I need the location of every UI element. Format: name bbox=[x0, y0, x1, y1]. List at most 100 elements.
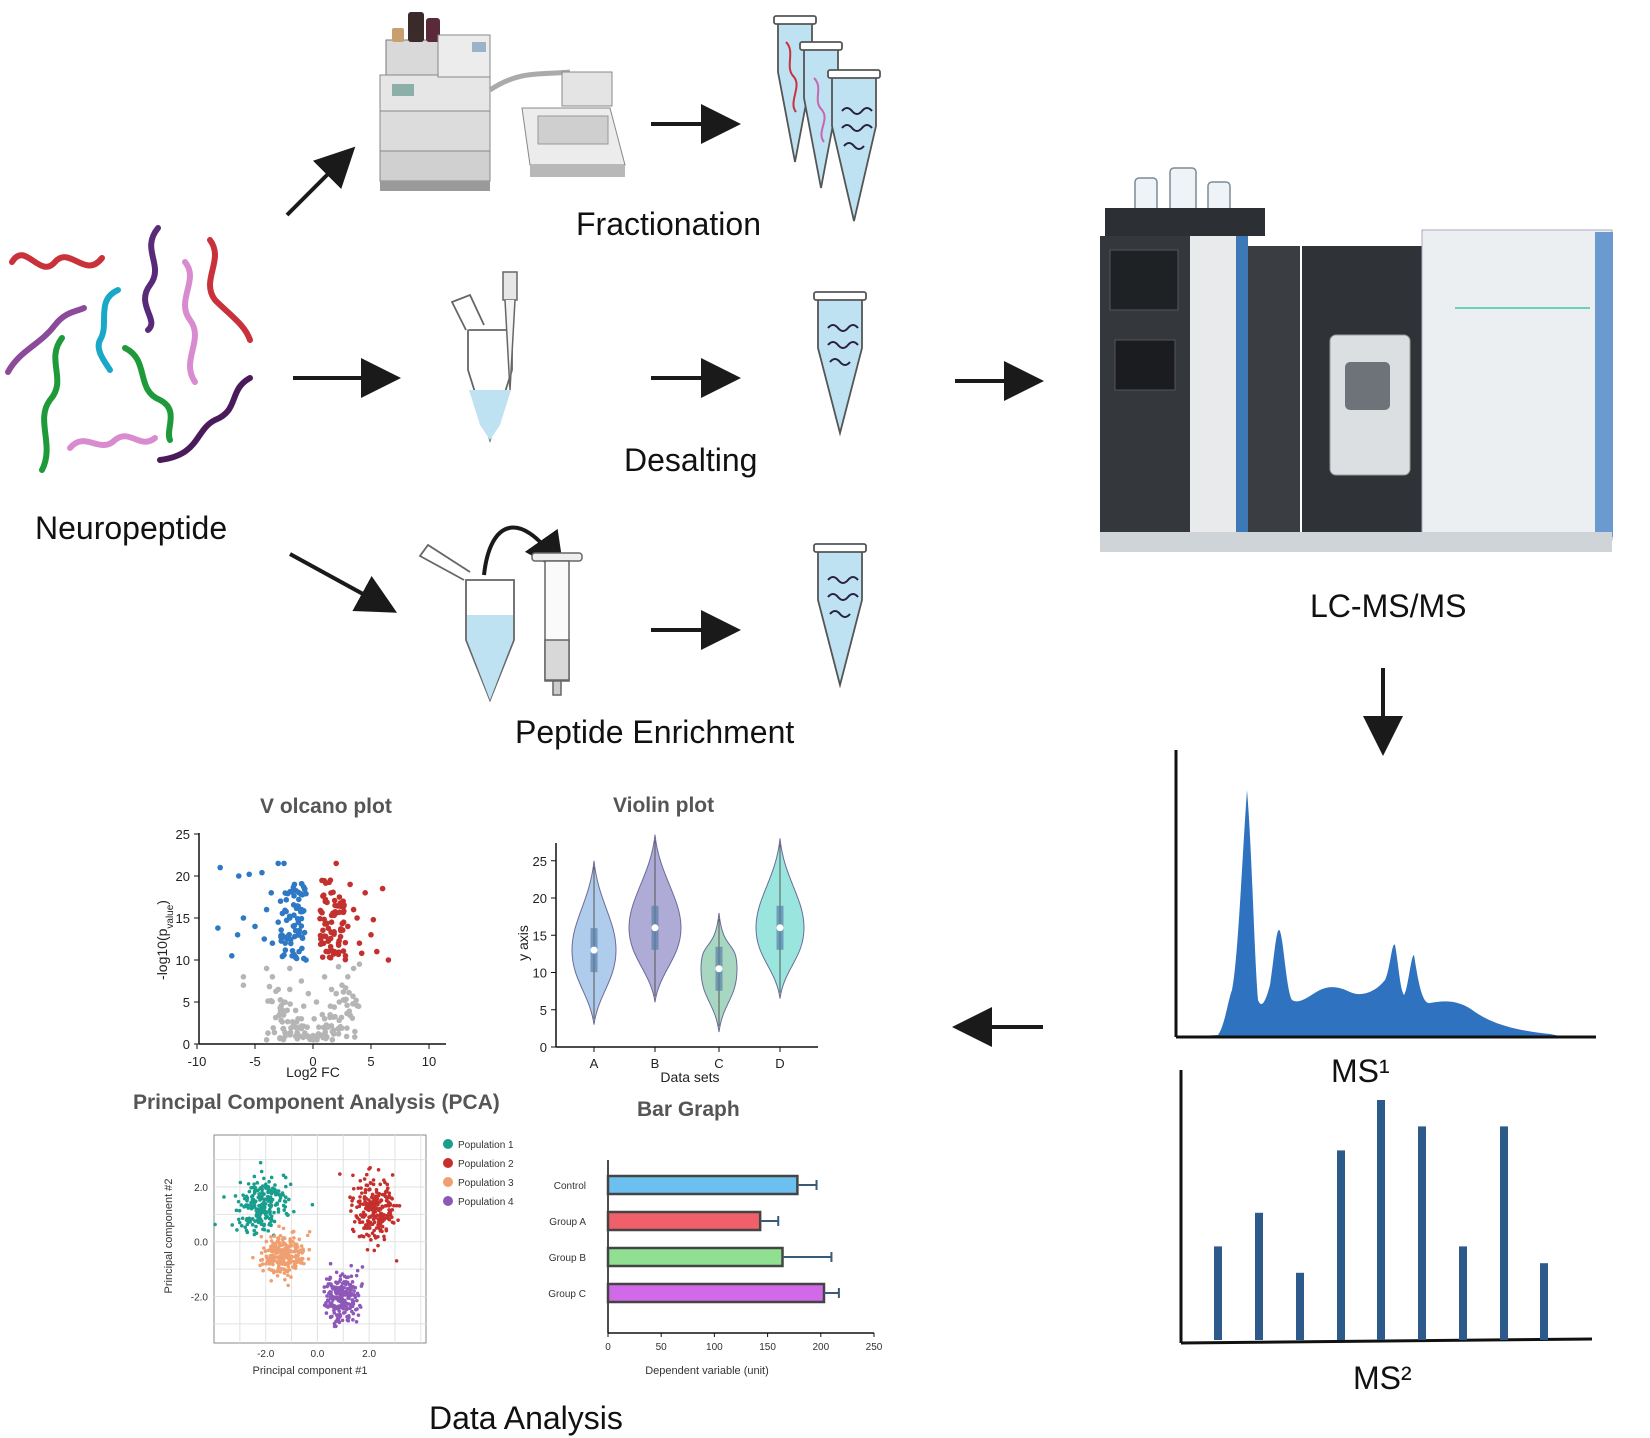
pca-point bbox=[239, 1203, 244, 1207]
pca-point bbox=[350, 1302, 355, 1306]
bar-x-tick-label: 100 bbox=[706, 1342, 723, 1353]
volcano-point bbox=[350, 1001, 356, 1007]
pca-point bbox=[257, 1192, 261, 1196]
volcano-point bbox=[278, 1017, 284, 1024]
pca-point bbox=[345, 1286, 350, 1291]
pca-point bbox=[376, 1168, 381, 1172]
pca-point bbox=[370, 1195, 374, 1200]
pca-point bbox=[387, 1191, 392, 1195]
pca-point bbox=[342, 1274, 347, 1279]
pca-point bbox=[349, 1274, 354, 1278]
volcano-point bbox=[320, 892, 327, 898]
pca-point bbox=[259, 1251, 264, 1255]
volcano-point bbox=[328, 919, 335, 925]
pca-point bbox=[360, 1220, 365, 1224]
pca-point bbox=[331, 1286, 336, 1290]
pca-x-tick-label: -2.0 bbox=[257, 1349, 275, 1360]
volcano-point bbox=[350, 965, 357, 972]
bar-graph-title: Bar Graph bbox=[637, 1098, 740, 1121]
pca-point bbox=[272, 1234, 277, 1239]
pca-point bbox=[352, 1289, 356, 1293]
pca-point bbox=[284, 1184, 288, 1189]
volcano-point bbox=[278, 927, 284, 933]
volcano-point bbox=[346, 989, 352, 996]
pca-x-tick-label: 0.0 bbox=[310, 1349, 324, 1360]
volcano-point bbox=[356, 961, 363, 967]
pca-point bbox=[282, 1208, 286, 1212]
pca-point bbox=[372, 1248, 377, 1253]
volcano-point bbox=[265, 1030, 271, 1036]
pca-point bbox=[258, 1160, 263, 1165]
pca-point bbox=[250, 1223, 255, 1227]
bar-category-label: Group A bbox=[549, 1217, 586, 1228]
volcano-point bbox=[318, 908, 324, 915]
volcano-point bbox=[333, 910, 340, 916]
volcano-point bbox=[313, 999, 320, 1005]
pca-point bbox=[280, 1250, 285, 1254]
violin-y-tick-label: 10 bbox=[533, 966, 547, 981]
pca-point bbox=[243, 1225, 248, 1230]
volcano-point bbox=[240, 915, 247, 921]
pca-point bbox=[380, 1224, 385, 1229]
volcano-point bbox=[335, 940, 342, 946]
pca-point bbox=[343, 1290, 348, 1295]
pca-point bbox=[213, 1222, 217, 1227]
pca-point bbox=[376, 1194, 381, 1198]
pca-point bbox=[390, 1208, 395, 1212]
pca-point bbox=[292, 1262, 297, 1267]
pca-legend-swatch bbox=[443, 1177, 453, 1187]
pca-point bbox=[282, 1267, 286, 1271]
bar bbox=[606, 1174, 799, 1196]
pca-point bbox=[259, 1203, 264, 1207]
pca-point bbox=[281, 1173, 286, 1178]
label-peptide-enrichment: Peptide Enrichment bbox=[515, 714, 795, 750]
pca-point bbox=[364, 1205, 369, 1210]
volcano-point bbox=[325, 925, 332, 932]
label-neuropeptide: Neuropeptide bbox=[35, 510, 228, 546]
pca-point bbox=[397, 1204, 402, 1208]
volcano-point bbox=[287, 915, 293, 921]
volcano-point bbox=[229, 953, 235, 959]
pca-point bbox=[350, 1227, 355, 1232]
pca-point bbox=[322, 1285, 327, 1289]
volcano-point bbox=[317, 932, 324, 939]
pca-point bbox=[271, 1262, 275, 1267]
pca-point bbox=[252, 1182, 256, 1186]
pca-point bbox=[297, 1237, 302, 1242]
pca-point bbox=[376, 1202, 380, 1207]
pca-point bbox=[256, 1188, 260, 1193]
volcano-point bbox=[327, 1003, 334, 1009]
pca-point bbox=[258, 1209, 262, 1213]
volcano-point bbox=[345, 923, 351, 930]
pca-point bbox=[252, 1200, 257, 1205]
volcano-point bbox=[336, 1026, 342, 1033]
volcano-point bbox=[356, 940, 363, 946]
pca-point bbox=[376, 1223, 380, 1227]
pca-point bbox=[240, 1216, 245, 1221]
violin-median bbox=[651, 924, 659, 932]
volcano-x-tick-label: -10 bbox=[188, 1054, 207, 1069]
pca-point bbox=[264, 1186, 268, 1190]
volcano-point bbox=[316, 1024, 322, 1030]
pca-point bbox=[340, 1272, 345, 1276]
pca-point bbox=[258, 1217, 263, 1222]
volcano-y-tick-label: 0 bbox=[183, 1037, 190, 1052]
volcano-point bbox=[287, 986, 293, 993]
pca-point bbox=[328, 1315, 333, 1320]
pca-point bbox=[284, 1211, 289, 1216]
pca-point bbox=[370, 1192, 375, 1197]
pca-point bbox=[346, 1296, 350, 1300]
pca-point bbox=[385, 1203, 390, 1208]
pca-point bbox=[272, 1219, 277, 1224]
pca-point bbox=[267, 1199, 271, 1203]
pca-point bbox=[369, 1181, 373, 1186]
volcano-point bbox=[265, 998, 271, 1004]
pca-point bbox=[382, 1234, 386, 1239]
pca-point bbox=[235, 1228, 239, 1232]
pca-point bbox=[350, 1280, 355, 1284]
pca-point bbox=[334, 1270, 339, 1275]
volcano-point bbox=[329, 1036, 336, 1043]
pca-point bbox=[246, 1182, 251, 1186]
pca-point bbox=[334, 1319, 338, 1324]
